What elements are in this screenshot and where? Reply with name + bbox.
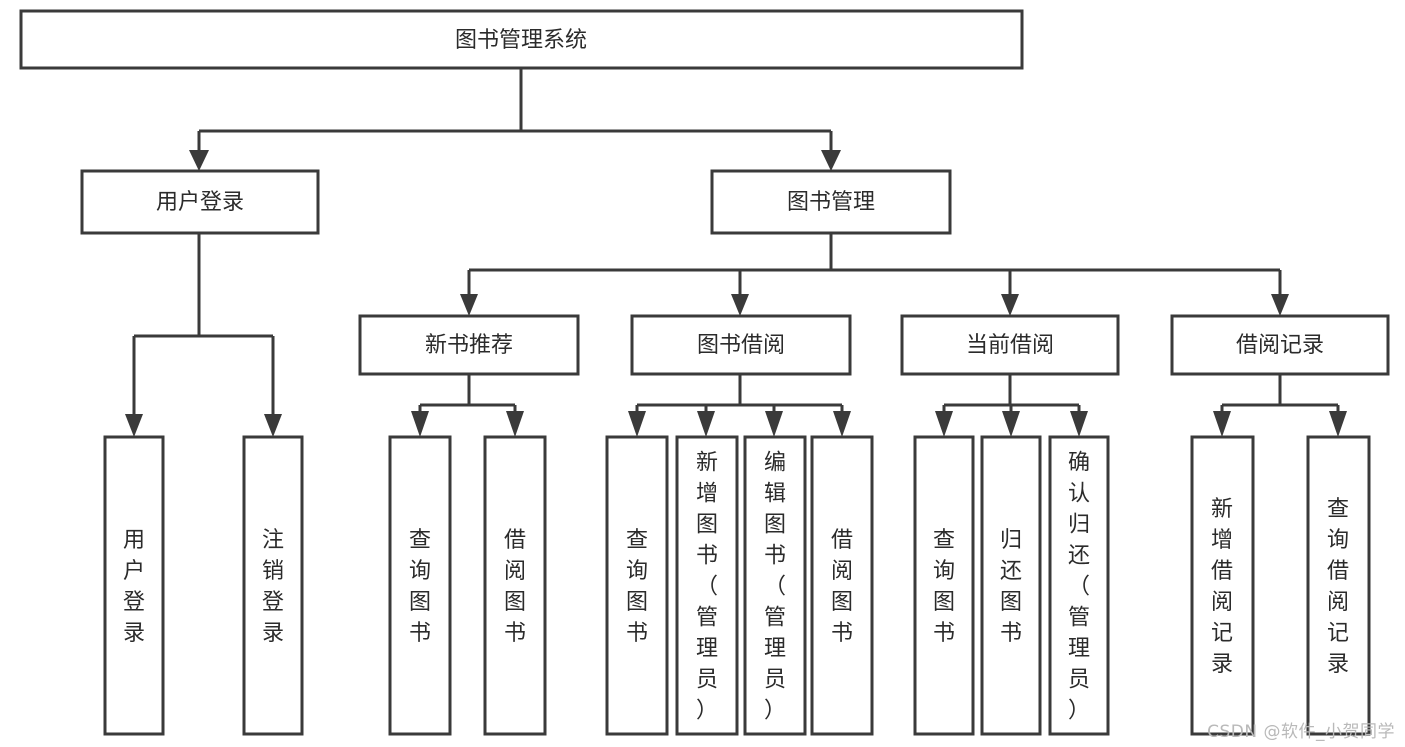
node-book-management[interactable]: 图书管理 [710, 169, 952, 235]
node-leaf-return-book-label: 归还图书 [1000, 528, 1022, 646]
node-leaf-borrow-book-2-box[interactable] [810, 435, 874, 736]
node-book-borrow[interactable]: 图书借阅 [630, 314, 852, 376]
arrow-head-leaf-add-book [697, 411, 715, 437]
node-root[interactable]: 图书管理系统 [19, 9, 1024, 70]
node-leaf-borrow-book-1-box[interactable] [483, 435, 547, 736]
node-current-borrow-box[interactable] [900, 314, 1120, 376]
arrow-head-leaf-user-logout [264, 414, 282, 437]
node-leaf-add-record-label: 新增借阅记录 [1211, 497, 1233, 677]
node-leaf-query-book-1-label: 查询图书 [409, 528, 431, 646]
node-book-borrow-box[interactable] [630, 314, 852, 376]
node-leaf-query-book-2-box[interactable] [605, 435, 669, 736]
node-user-login[interactable]: 用户登录 [80, 169, 320, 235]
arrow-head-leaf-query-book-1 [411, 411, 429, 437]
node-leaf-user-login-box[interactable] [103, 435, 165, 736]
node-book-management-label: 图书管理 [787, 190, 875, 215]
arrow-head-user-login [189, 150, 209, 171]
arrow-head-book-management [821, 150, 841, 171]
node-leaf-query-record-box[interactable] [1306, 435, 1371, 736]
node-leaf-confirm-return-box[interactable] [1048, 435, 1110, 736]
node-leaf-add-book-box[interactable] [675, 435, 739, 736]
leaf-node-layer: 用户登录 注销登录 查询图书 借阅图书 查询图书 新增图书（管理员） 编辑图书（… [103, 435, 1371, 736]
node-leaf-edit-book-label: 编辑图书（管理员） [764, 451, 786, 724]
node-leaf-confirm-return-label: 确认归还（管理员） [1068, 451, 1090, 724]
node-leaf-add-book-label: 新增图书（管理员） [696, 451, 718, 724]
arrow-head-borrow-record [1271, 294, 1289, 316]
node-leaf-query-book-2-label: 查询图书 [626, 528, 648, 646]
node-borrow-record[interactable]: 借阅记录 [1170, 314, 1390, 376]
node-leaf-query-book-1-box[interactable] [388, 435, 452, 736]
node-borrow-record-box[interactable] [1170, 314, 1390, 376]
connector-layer [125, 68, 1347, 437]
arrow-head-new-book-recommend [460, 294, 478, 316]
node-root-box[interactable] [19, 9, 1024, 70]
node-leaf-user-login-label: 用户登录 [123, 528, 145, 646]
arrow-head-leaf-add-record [1213, 411, 1231, 437]
node-leaf-return-book-box[interactable] [980, 435, 1042, 736]
arrow-head-leaf-borrow-book-2 [833, 411, 851, 437]
arrow-head-leaf-return-book [1002, 411, 1020, 437]
node-root-label: 图书管理系统 [455, 28, 587, 53]
arrow-head-leaf-borrow-book-1 [506, 411, 524, 437]
node-user-login-box[interactable] [80, 169, 320, 235]
arrow-head-leaf-edit-book [765, 411, 783, 437]
arrow-head-book-borrow [731, 294, 749, 316]
node-leaf-add-record-box[interactable] [1190, 435, 1255, 736]
node-new-book-recommend[interactable]: 新书推荐 [358, 314, 580, 376]
arrow-head-leaf-query-record [1329, 411, 1347, 437]
arrow-head-leaf-confirm-return [1070, 411, 1088, 437]
node-new-book-recommend-box[interactable] [358, 314, 580, 376]
arrow-head-leaf-query-book-2 [628, 411, 646, 437]
node-leaf-query-book-3-label: 查询图书 [933, 528, 955, 646]
node-user-login-label: 用户登录 [156, 190, 244, 215]
node-leaf-query-book-3-box[interactable] [913, 435, 975, 736]
node-new-book-recommend-label: 新书推荐 [425, 333, 513, 358]
arrow-head-leaf-query-book-3 [935, 411, 953, 437]
node-leaf-user-logout-label: 注销登录 [262, 528, 284, 646]
arrow-head-leaf-user-login [125, 414, 143, 437]
node-leaf-edit-book-box[interactable] [743, 435, 807, 736]
node-book-borrow-label: 图书借阅 [697, 333, 785, 358]
node-book-management-box[interactable] [710, 169, 952, 235]
node-current-borrow[interactable]: 当前借阅 [900, 314, 1120, 376]
node-leaf-borrow-book-1-label: 借阅图书 [504, 528, 526, 646]
arrow-head-current-borrow [1001, 294, 1019, 316]
node-leaf-borrow-book-2-label: 借阅图书 [831, 528, 853, 646]
node-leaf-user-logout-box[interactable] [242, 435, 304, 736]
node-leaf-query-record-label: 查询借阅记录 [1327, 497, 1349, 677]
node-borrow-record-label: 借阅记录 [1236, 333, 1324, 358]
node-current-borrow-label: 当前借阅 [966, 333, 1054, 358]
